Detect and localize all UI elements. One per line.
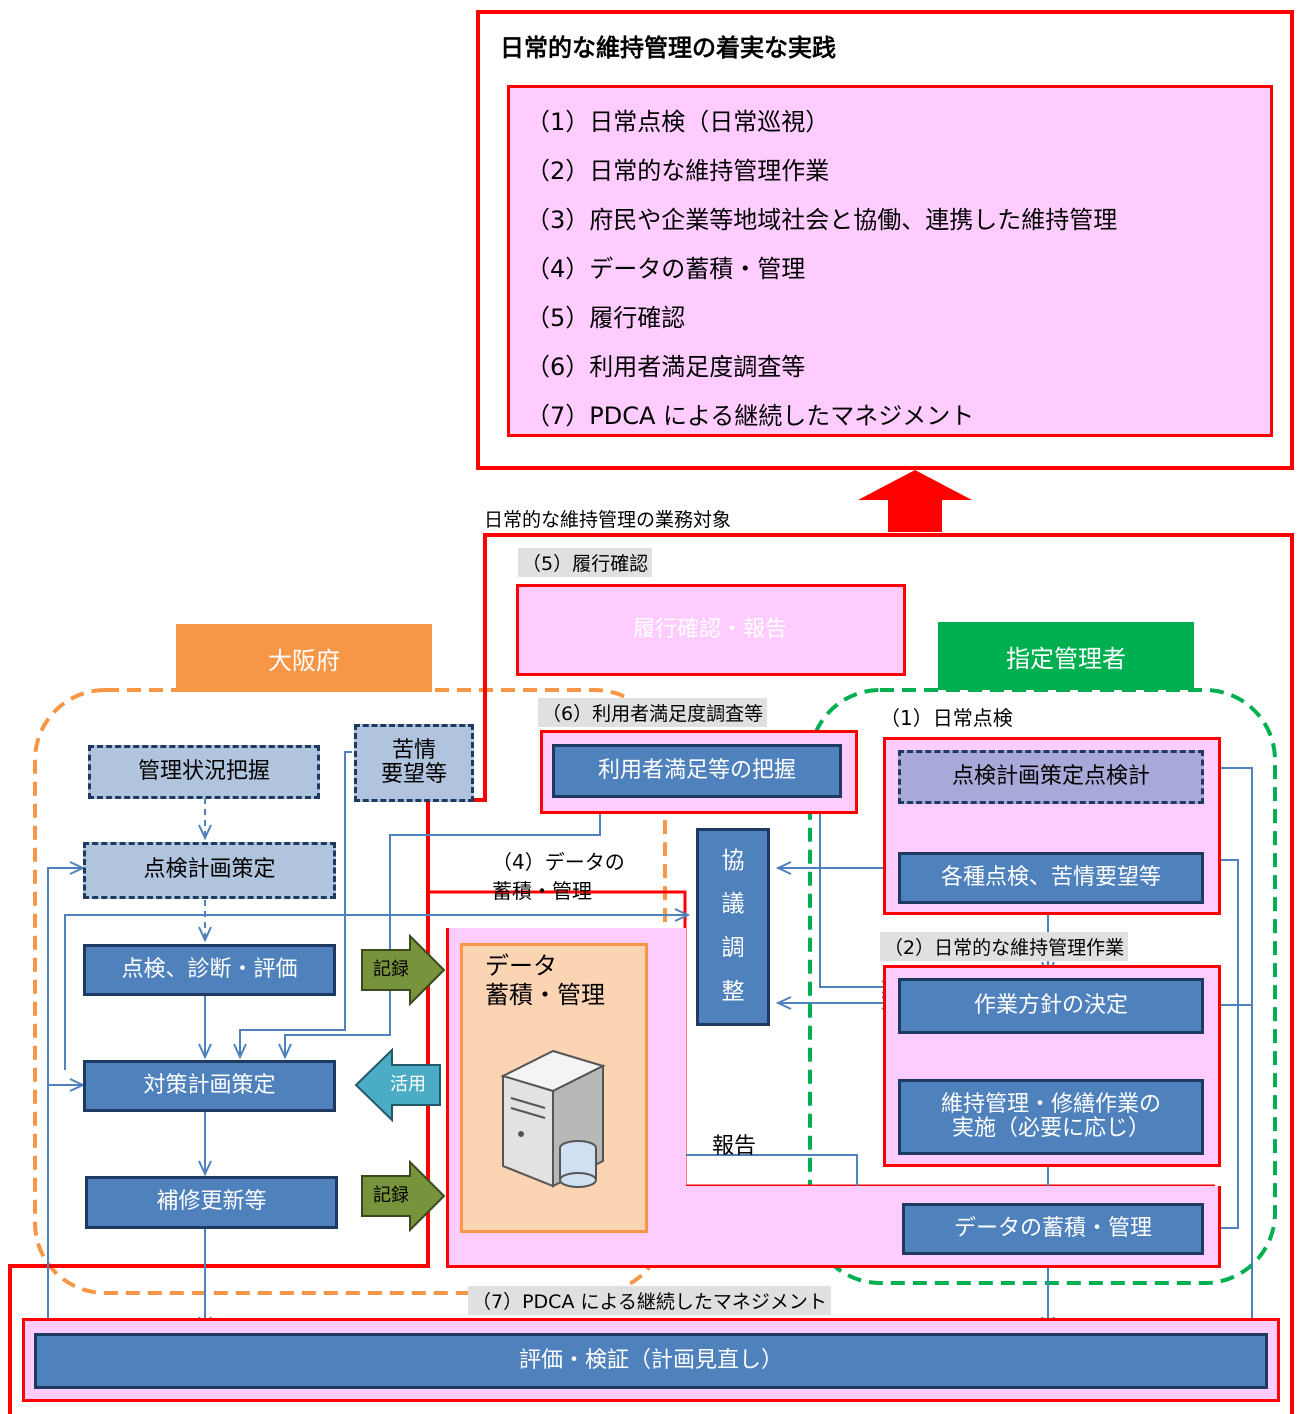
- section-6-label: （6）利用者満足度調査等: [538, 698, 768, 727]
- measures-box: 対策計画策定: [83, 1060, 336, 1112]
- practice-item: （3）府民や企業等地域社会と協働、連携した維持管理: [526, 206, 1118, 234]
- record-arrow-1: [361, 933, 446, 1007]
- practice-item: （1）日常点検（日常巡視）: [526, 108, 830, 136]
- repair-box: 補修更新等: [85, 1176, 338, 1229]
- satisfaction-box: 利用者満足等の把握: [552, 744, 842, 798]
- manager-plan-box: 点検計画策定点検計: [898, 750, 1204, 804]
- section-1-label: （1）日常点検: [880, 706, 1013, 730]
- practice-title: 日常的な維持管理の着実な実践: [500, 34, 836, 62]
- scope-label: 日常的な維持管理の業務対象: [484, 509, 732, 531]
- data-store-title: データ 蓄積・管理: [485, 952, 605, 1009]
- manager-header: 指定管理者: [938, 622, 1194, 690]
- data-store-box: データ 蓄積・管理: [460, 943, 648, 1233]
- manager-region: [808, 688, 1277, 1285]
- practice-item: （2）日常的な維持管理作業: [526, 157, 830, 185]
- section-2-label: （2）日常的な維持管理作業: [880, 932, 1129, 961]
- policy-box: 作業方針の決定: [898, 978, 1204, 1034]
- use-arrow: [354, 1047, 441, 1123]
- big-up-arrow: [858, 470, 972, 532]
- practice-list: （1）日常点検（日常巡視） （2）日常的な維持管理作業 （3）府民や企業等地域社…: [507, 85, 1273, 437]
- work-box: 維持管理・修繕作業の 実施（必要に応じ）: [898, 1079, 1204, 1155]
- osaka-header: 大阪府: [176, 624, 432, 692]
- practice-item: （4）データの蓄積・管理: [526, 255, 806, 283]
- inspections-box: 各種点検、苦情要望等: [898, 852, 1204, 904]
- inspect-box: 点検、診断・評価: [83, 944, 336, 996]
- manager-data-box: データの蓄積・管理: [902, 1203, 1204, 1255]
- practice-item: （7）PDCA による継続したマネジメント: [526, 402, 975, 430]
- complaint-box: 苦情 要望等: [354, 724, 474, 802]
- use-label: 活用: [390, 1074, 426, 1095]
- section-5-label: （5）履行確認: [518, 548, 653, 577]
- server-icon: [500, 1049, 606, 1188]
- osaka-plan-box: 点検計画策定: [83, 842, 336, 899]
- scope-outline: [483, 533, 1294, 1414]
- practice-item: （5）履行確認: [526, 304, 686, 332]
- verify-label: 履行確認・報告: [632, 617, 787, 642]
- eval-box: 評価・検証（計画見直し）: [34, 1333, 1268, 1389]
- section-4-label: （4）データの 蓄積・管理: [492, 850, 625, 903]
- verify-panel: [516, 584, 906, 676]
- record-arrow-2: [361, 1159, 446, 1233]
- status-box: 管理状況把握: [88, 745, 320, 799]
- section-7-label: （7）PDCA による継続したマネジメント: [468, 1286, 831, 1315]
- practice-item: （6）利用者満足度調査等: [526, 353, 806, 381]
- record-label-2: 記録: [373, 1185, 409, 1206]
- record-label-1: 記録: [373, 959, 409, 980]
- consult-box: 協 議 調 整: [696, 828, 770, 1026]
- report-label: 報告: [712, 1134, 757, 1159]
